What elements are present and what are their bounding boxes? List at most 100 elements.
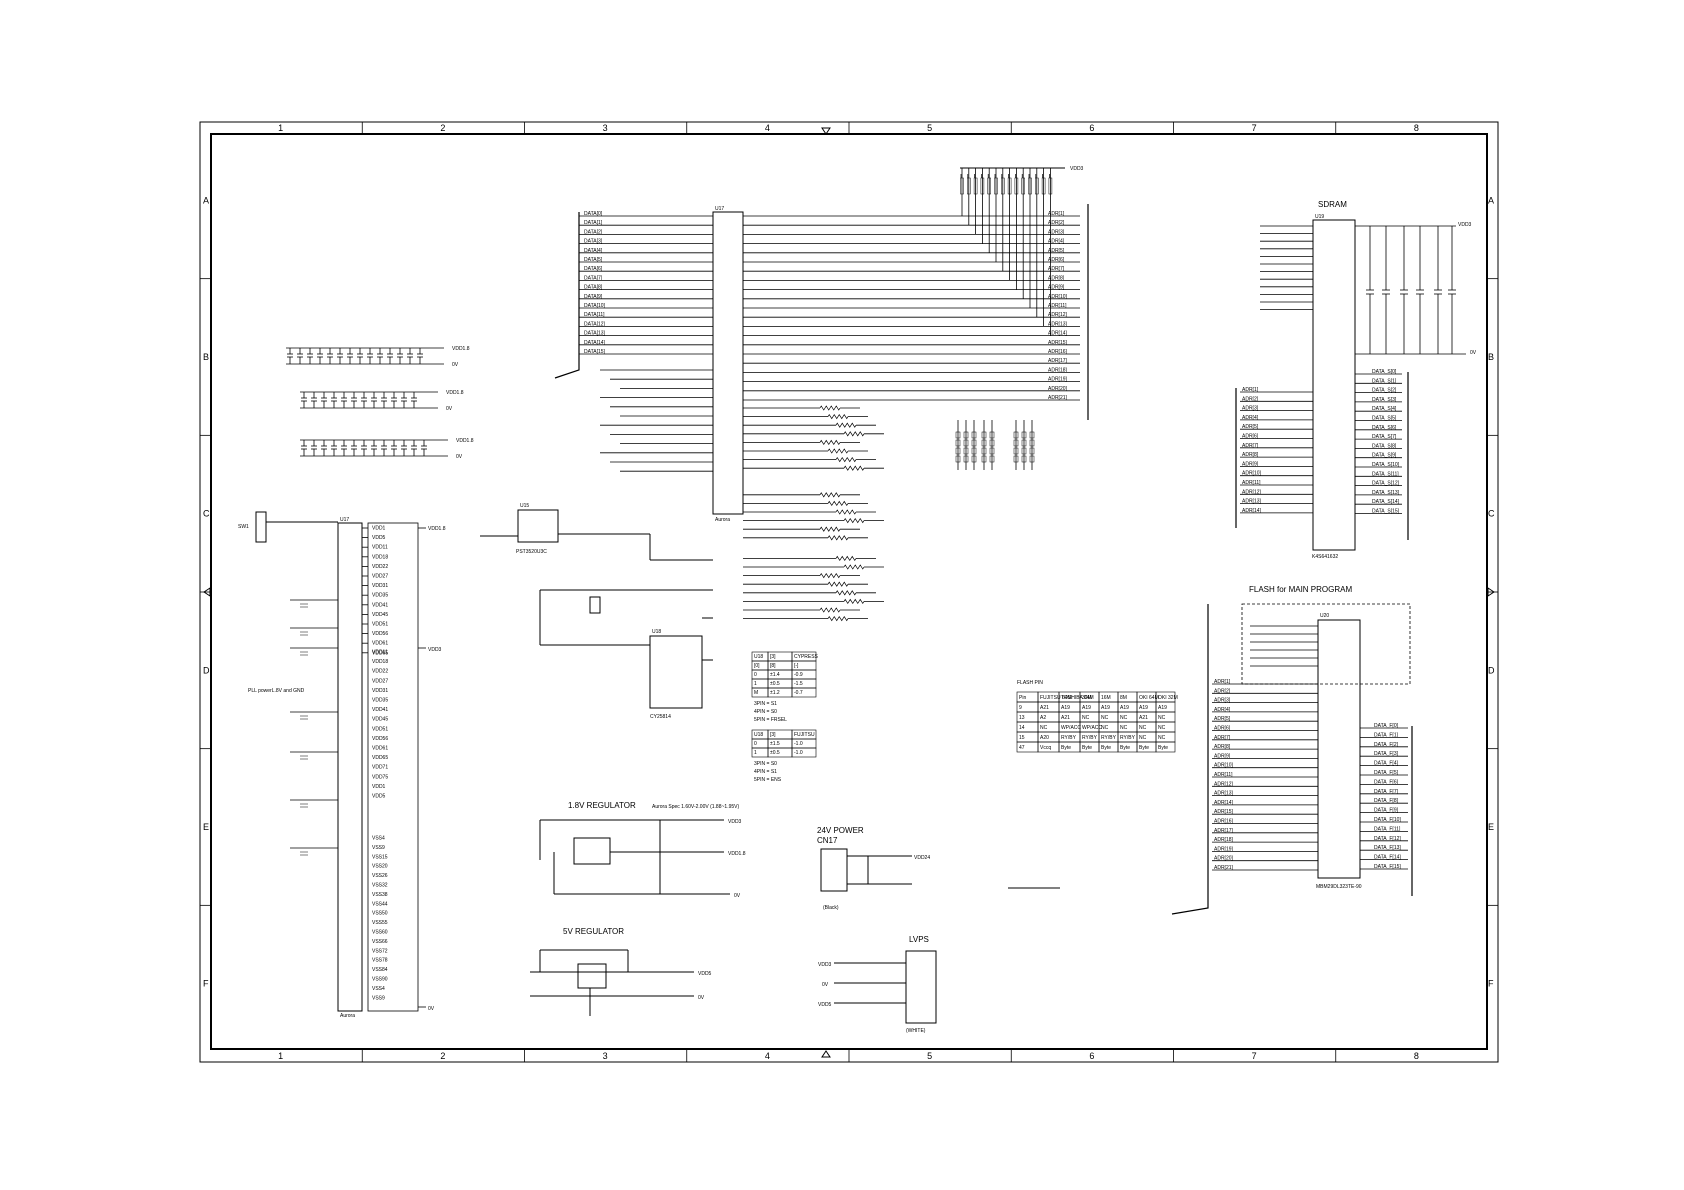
ctrl-resistor xyxy=(835,555,857,562)
lvps-title: LVPS xyxy=(909,935,929,944)
u17-vss-pin: VSS66 xyxy=(372,939,388,945)
adr-label: ADR[15] xyxy=(1048,340,1068,346)
rpack-bottom-resistor xyxy=(1021,447,1027,455)
adr-label: ADR[12] xyxy=(1048,312,1068,318)
flashpin-cell-text: Byte xyxy=(1158,745,1168,751)
rpack-resistor xyxy=(1014,177,1019,195)
ctrl-resistor xyxy=(827,413,849,420)
flashpin-cell-text: NC xyxy=(1040,725,1048,731)
flashpin-cell-text: FUJITSU 64M xyxy=(1040,695,1072,701)
adr-label: ADR[1] xyxy=(1048,211,1065,217)
flash-dq-label: DATA_F[12] xyxy=(1374,836,1401,842)
flash-dq-label: DATA_F[6] xyxy=(1374,779,1399,785)
pll-note: PLL powerL.8V and GND xyxy=(248,688,305,694)
reg-1v8-0v: 0V xyxy=(734,893,741,899)
rpack-bottom-resistor xyxy=(963,447,969,455)
u17-vss-pin: VSS72 xyxy=(372,948,388,954)
cypress-cell-text: -1.5 xyxy=(794,681,803,687)
rpack-bottom-resistor xyxy=(1013,447,1019,455)
sdram-dq-label: DATA_S[2] xyxy=(1372,388,1397,394)
zone-row-right-C: C xyxy=(1488,509,1495,519)
flashpin-cell-text: 15 xyxy=(1019,735,1025,741)
sdram-adr-label: ADR[14] xyxy=(1242,508,1262,514)
u17-vss-pin: VSS60 xyxy=(372,930,388,936)
sdram-dq-label: DATA_S[1] xyxy=(1372,378,1397,384)
cypress-note: 3PIN = S1 xyxy=(754,701,777,707)
pll-capacitor xyxy=(300,851,308,856)
rpack-resistor xyxy=(960,177,964,195)
u17-upper-aurora-label: Aurora xyxy=(715,517,730,523)
flash-adr-label: ADR[19] xyxy=(1214,846,1234,852)
flashpin-cell-text: A19 xyxy=(1082,705,1091,711)
zone-col-bottom-3: 3 xyxy=(603,1051,608,1061)
zone-col-4: 4 xyxy=(765,123,770,133)
flashpin-cell-text: A21 xyxy=(1040,705,1049,711)
center-arrow-right xyxy=(1487,587,1495,597)
data-bus-label: DATA[6] xyxy=(584,266,603,272)
zone-row-D: D xyxy=(203,665,210,675)
rpack-resistor xyxy=(1048,177,1053,195)
sdram-u19: SDRAM U19 K4S641632 ADR[1]ADR[2]ADR[3]AD… xyxy=(1235,200,1477,560)
rpack-bottom-resistor xyxy=(971,447,977,455)
reg-1v8-spec: Aurora Spec 1.60V-2.00V (1.88~1.95V) xyxy=(652,804,739,810)
sdram-dq-label: DATA_S[4] xyxy=(1372,406,1397,412)
flash-dq-label: DATA_F[8] xyxy=(1374,798,1399,804)
flash-adr-label: ADR[10] xyxy=(1214,763,1234,769)
ctrl-resistor xyxy=(835,456,857,463)
data-bus-label: DATA[2] xyxy=(584,229,603,235)
u17-vdd-pin: VDD18 xyxy=(372,659,388,665)
rpack-bottom-resistor xyxy=(971,439,977,447)
u17-vdd-pin: VDD5 xyxy=(372,535,386,541)
u17-vss-pin: VSS90 xyxy=(372,977,388,983)
pll-capacitor xyxy=(300,603,308,608)
rpack-resistor xyxy=(1041,177,1046,195)
ctrl-resistor xyxy=(819,572,841,579)
u17-vdd-pin: VDD65 xyxy=(372,650,388,656)
cypress-spread-table: U18[3]CYPRESS[0][8][-]0±1.4-0.91±0.5-1.5… xyxy=(751,651,819,723)
flashpin-cell-text: A19 xyxy=(1120,705,1129,711)
fujitsu-cell xyxy=(791,747,817,758)
data-bus-label: DATA[14] xyxy=(584,340,606,346)
power-24v-title: 24V POWER xyxy=(817,826,864,835)
flash-dq-label: DATA_F[7] xyxy=(1374,789,1399,795)
u15-reset-ic: U15 PST3520U3C xyxy=(480,503,713,561)
cap-row-0v-label: 0V xyxy=(456,454,463,460)
data-bus-label: DATA[3] xyxy=(584,239,603,245)
zone-col-bottom-6: 6 xyxy=(1089,1051,1094,1061)
ctrl-resistor xyxy=(827,535,849,541)
cypress-note: 5PIN = FRSEL xyxy=(754,717,787,723)
sdram-adr-label: ADR[8] xyxy=(1242,452,1259,458)
data-bus-label: DATA[9] xyxy=(584,294,603,300)
vdd18-right-label: VDD1.8 xyxy=(428,526,446,532)
flashpin-cell-text: Byte xyxy=(1082,745,1092,751)
fujitsu-cell-text: FUJITSU xyxy=(794,732,815,738)
flashpin-cell-text: OKI 64M xyxy=(1139,695,1159,701)
u17-vdd-pin: VDD61 xyxy=(372,641,388,647)
u18-part-label: CY25814 xyxy=(650,714,671,720)
zone-col-7: 7 xyxy=(1252,123,1257,133)
sdram-dq-label: DATA_S[6] xyxy=(1372,425,1397,431)
ctrl-resistor xyxy=(843,517,865,524)
flash-dq-label: DATA_F[9] xyxy=(1374,808,1399,814)
zone-col-bottom-5: 5 xyxy=(927,1051,932,1061)
cypress-cell-text: [8] xyxy=(770,663,776,669)
flashpin-cell-text: NC xyxy=(1139,735,1147,741)
sdram-adr-label: ADR[12] xyxy=(1242,489,1262,495)
sdram-adr-label: ADR[11] xyxy=(1242,480,1261,486)
fujitsu-cell-text: ±1.5 xyxy=(770,741,780,747)
data-bus-label: DATA[10] xyxy=(584,303,606,309)
cap-row-vdd-label: VDD1.8 xyxy=(452,346,470,352)
flash-adr-label: ADR[3] xyxy=(1214,698,1231,704)
zone-col-2: 2 xyxy=(440,123,445,133)
adr-label: ADR[9] xyxy=(1048,285,1065,291)
flashpin-cell-text: NC xyxy=(1158,735,1166,741)
flashpin-cell-text: RY/BY xyxy=(1061,735,1077,741)
flashpin-cell-text: A19 xyxy=(1158,705,1167,711)
rpack-bottom-resistor xyxy=(1013,455,1019,463)
u17-vss-pin: VSS4 xyxy=(372,836,385,842)
data-bus-label: DATA[8] xyxy=(584,285,603,291)
ctrl-resistor xyxy=(827,615,849,622)
u17-vdd-pin: VDD18 xyxy=(372,554,388,560)
adr-label: ADR[2] xyxy=(1048,220,1065,226)
rpack-bottom-resistor xyxy=(955,447,961,455)
